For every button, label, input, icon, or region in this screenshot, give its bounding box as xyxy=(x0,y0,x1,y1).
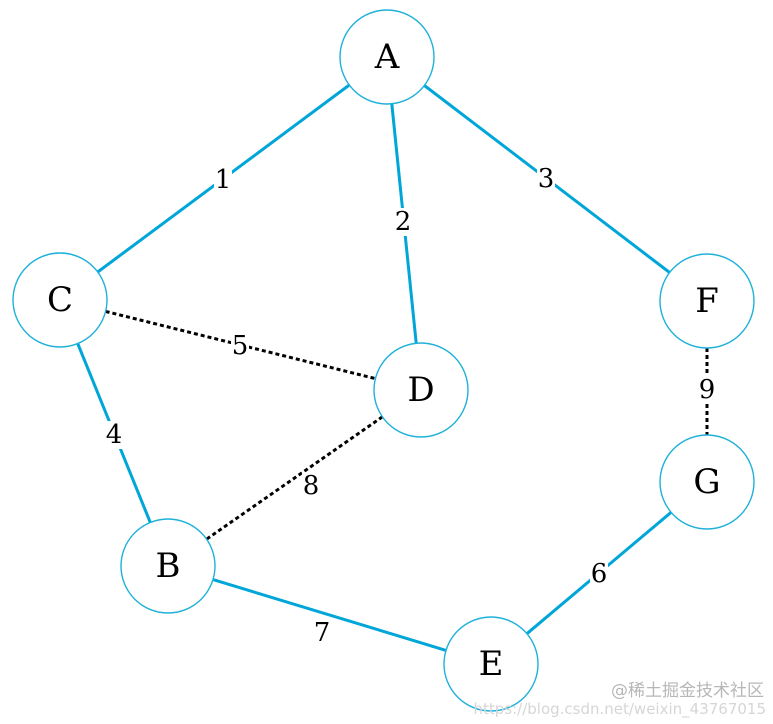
edge-weight-F-G: 9 xyxy=(699,375,716,405)
node-label-D: D xyxy=(407,370,434,410)
edge-label-background xyxy=(698,376,716,404)
node-D: D xyxy=(373,342,469,438)
watermark-url: https://blog.csdn.net/weixin_43767015 xyxy=(473,700,766,718)
node-B: B xyxy=(120,518,216,614)
edge-B-E xyxy=(212,578,447,652)
node-A: A xyxy=(339,9,435,105)
node-E: E xyxy=(443,616,539,712)
node-label-G: G xyxy=(693,462,720,502)
edge-weight-A-D: 2 xyxy=(395,207,412,237)
node-label-B: B xyxy=(156,546,181,586)
node-circle xyxy=(120,518,216,614)
edge-weight-C-B: 4 xyxy=(106,420,123,450)
edge-label-background xyxy=(214,166,232,194)
node-circle xyxy=(339,9,435,105)
edge-weight-A-C: 1 xyxy=(215,165,232,195)
edge-weight-C-D: 5 xyxy=(232,331,249,361)
node-label-C: C xyxy=(47,280,73,320)
node-circle xyxy=(443,616,539,712)
node-F: F xyxy=(659,253,755,349)
node-circle xyxy=(659,434,755,530)
node-label-F: F xyxy=(695,281,719,321)
edge-label-background xyxy=(313,619,331,647)
edge-weight-B-E: 7 xyxy=(314,618,331,648)
watermark-brand: @稀土掘金技术社区 xyxy=(611,681,764,701)
edge-D-B xyxy=(205,415,384,541)
node-circle xyxy=(373,342,469,438)
edge-labels-layer: 1 2 3 4 5 6 7 8 9 xyxy=(105,164,716,648)
node-C: C xyxy=(12,252,108,348)
edge-label-background xyxy=(105,421,123,449)
edge-weight-A-F: 3 xyxy=(538,164,555,194)
edge-C-D xyxy=(105,309,376,381)
watermark: https://blog.csdn.net/weixin_43767015 @稀… xyxy=(473,680,768,720)
edge-weight-G-E: 6 xyxy=(591,559,608,589)
node-circle xyxy=(659,253,755,349)
nodes-layer: A B C D E F G xyxy=(12,9,755,712)
edge-label-background xyxy=(302,472,320,500)
node-G: G xyxy=(659,434,755,530)
edge-weight-D-B: 8 xyxy=(303,471,320,501)
edge-label-background xyxy=(537,165,555,193)
node-label-A: A xyxy=(374,37,400,77)
edge-label-background xyxy=(590,560,608,588)
node-circle xyxy=(12,252,108,348)
node-label-E: E xyxy=(479,644,504,684)
edge-label-background xyxy=(231,332,249,360)
edge-label-background xyxy=(394,208,412,236)
